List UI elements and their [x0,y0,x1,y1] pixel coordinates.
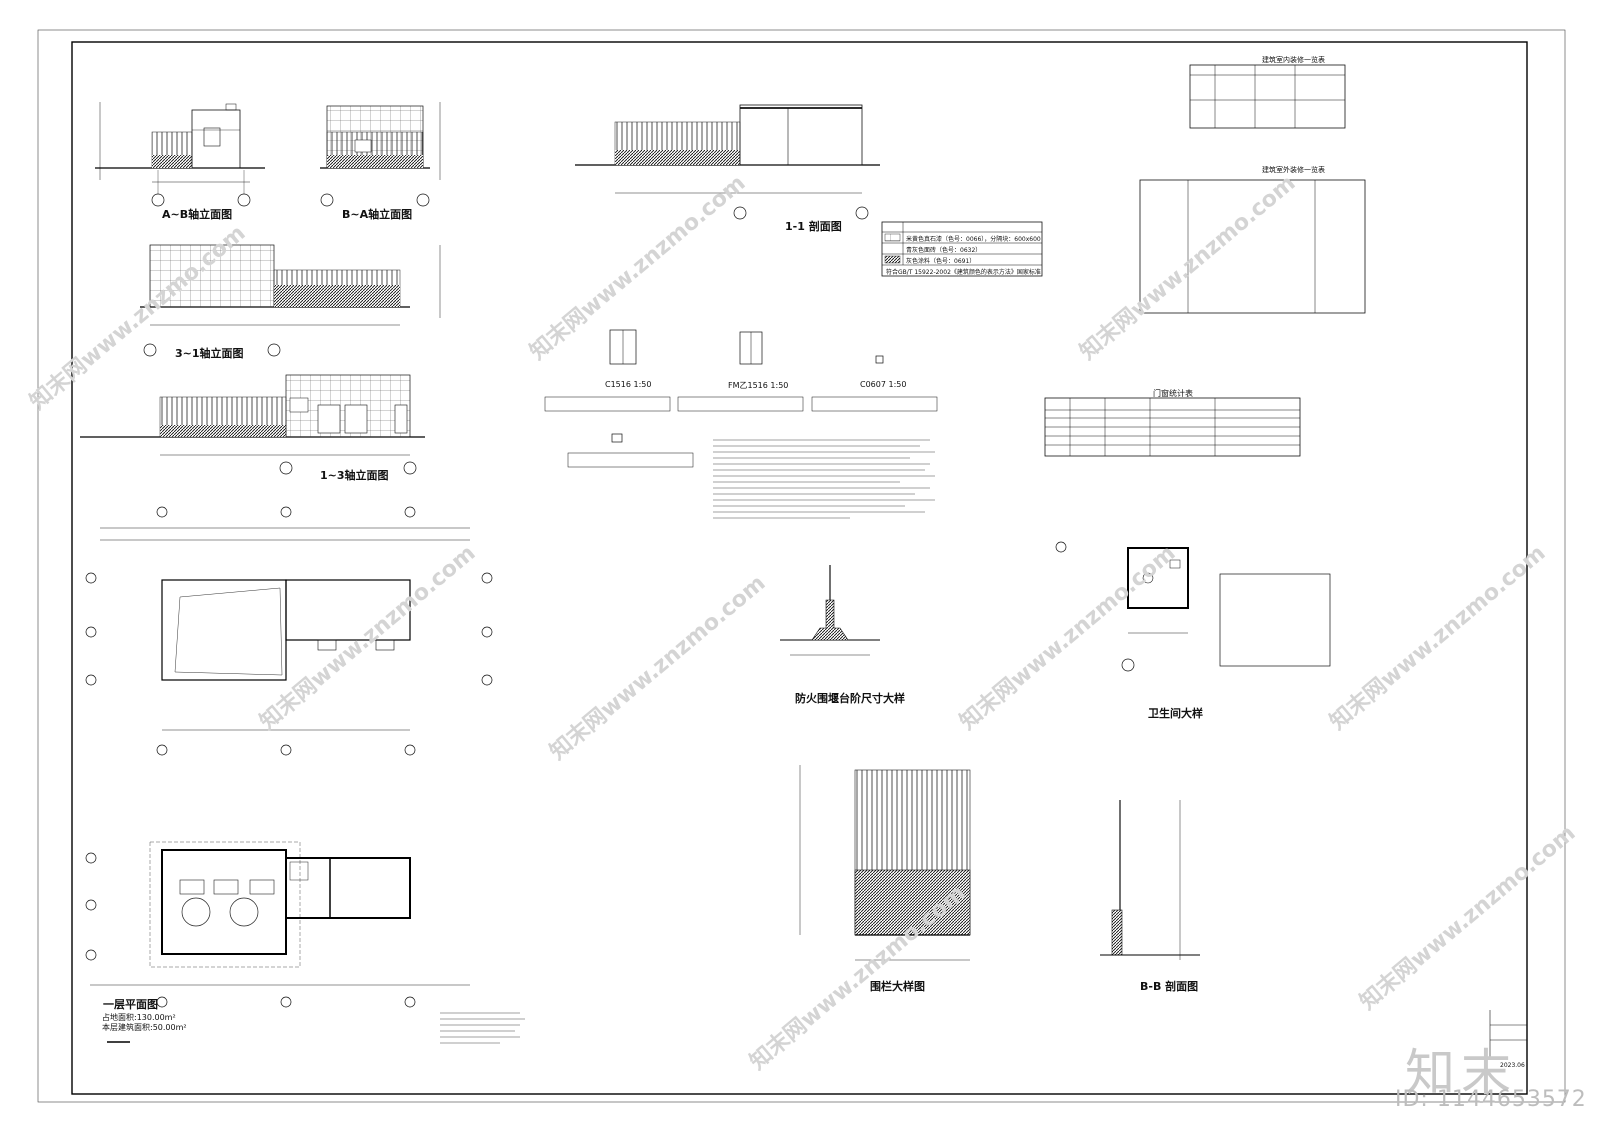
toilet-detail [1055,541,1331,672]
section-b-b [1100,800,1200,960]
label-door-c1516: C1516 1:50 [605,380,652,389]
label-fire-step: 防火围堰台阶尺寸大样 [795,692,905,705]
legend-row-3: 灰色涂料（色号：0691） [906,258,976,265]
label-door-fm: FM乙1516 1:50 [728,381,789,390]
elevation-b-a [320,102,441,207]
legend-row-2: 青灰色面砖（色号：0632） [906,247,982,254]
area-note-2: 本层建筑面积:50.00m² [102,1023,187,1032]
legend-row-1: 米黄色真石漆（色号：0066），分隔块：600x600 [906,236,1041,243]
elevation-3-1 [140,244,441,357]
watermark-id: ID: 1144653572 [1395,1087,1587,1112]
label-railing: 围栏大样图 [870,980,925,993]
floor-plan [85,841,470,1043]
design-notes [440,439,935,1044]
label-interior-table: 建筑室内装修一览表 [1262,56,1325,64]
label-exterior-table: 建筑室外装修一览表 [1262,166,1325,174]
area-note-1: 占地面积:130.00m² [102,1013,176,1022]
interior-finish-table [1189,64,1346,129]
label-toilet: 卫生间大样 [1148,707,1203,720]
label-elev-1-3: 1~3轴立面图 [320,469,389,482]
label-elev-a-b: A~B轴立面图 [162,208,233,221]
label-door-table: 门窗统计表 [1153,389,1193,398]
door-window-schedule [1044,397,1301,457]
elevation-a-b [95,102,265,207]
label-elev-3-1: 3~1轴立面图 [175,347,244,360]
label-floor-plan: 一层平面图 [103,998,158,1011]
label-section-1-1: 1-1 剖面图 [785,220,842,233]
title-block [1489,1010,1527,1060]
door-window-details [544,329,938,468]
watermark-brand: 知末 [1405,1044,1517,1102]
color-legend [881,221,1043,277]
fire-step-detail [780,565,880,656]
exterior-finish-table [1139,179,1366,314]
drawing-date: 2023.06 [1500,1062,1525,1069]
legend-row-4: 符合GB/T 15922-2002《建筑颜色的表示方法》国家标准 [886,269,1041,276]
roof-plan [85,506,493,756]
elevation-1-3 [80,374,425,475]
railing-detail [799,765,971,961]
label-door-c0607: C0607 1:50 [860,380,907,389]
label-elev-b-a: B~A轴立面图 [342,208,413,221]
label-section-b-b: B-B 剖面图 [1140,980,1199,993]
section-1-1 [575,104,880,220]
